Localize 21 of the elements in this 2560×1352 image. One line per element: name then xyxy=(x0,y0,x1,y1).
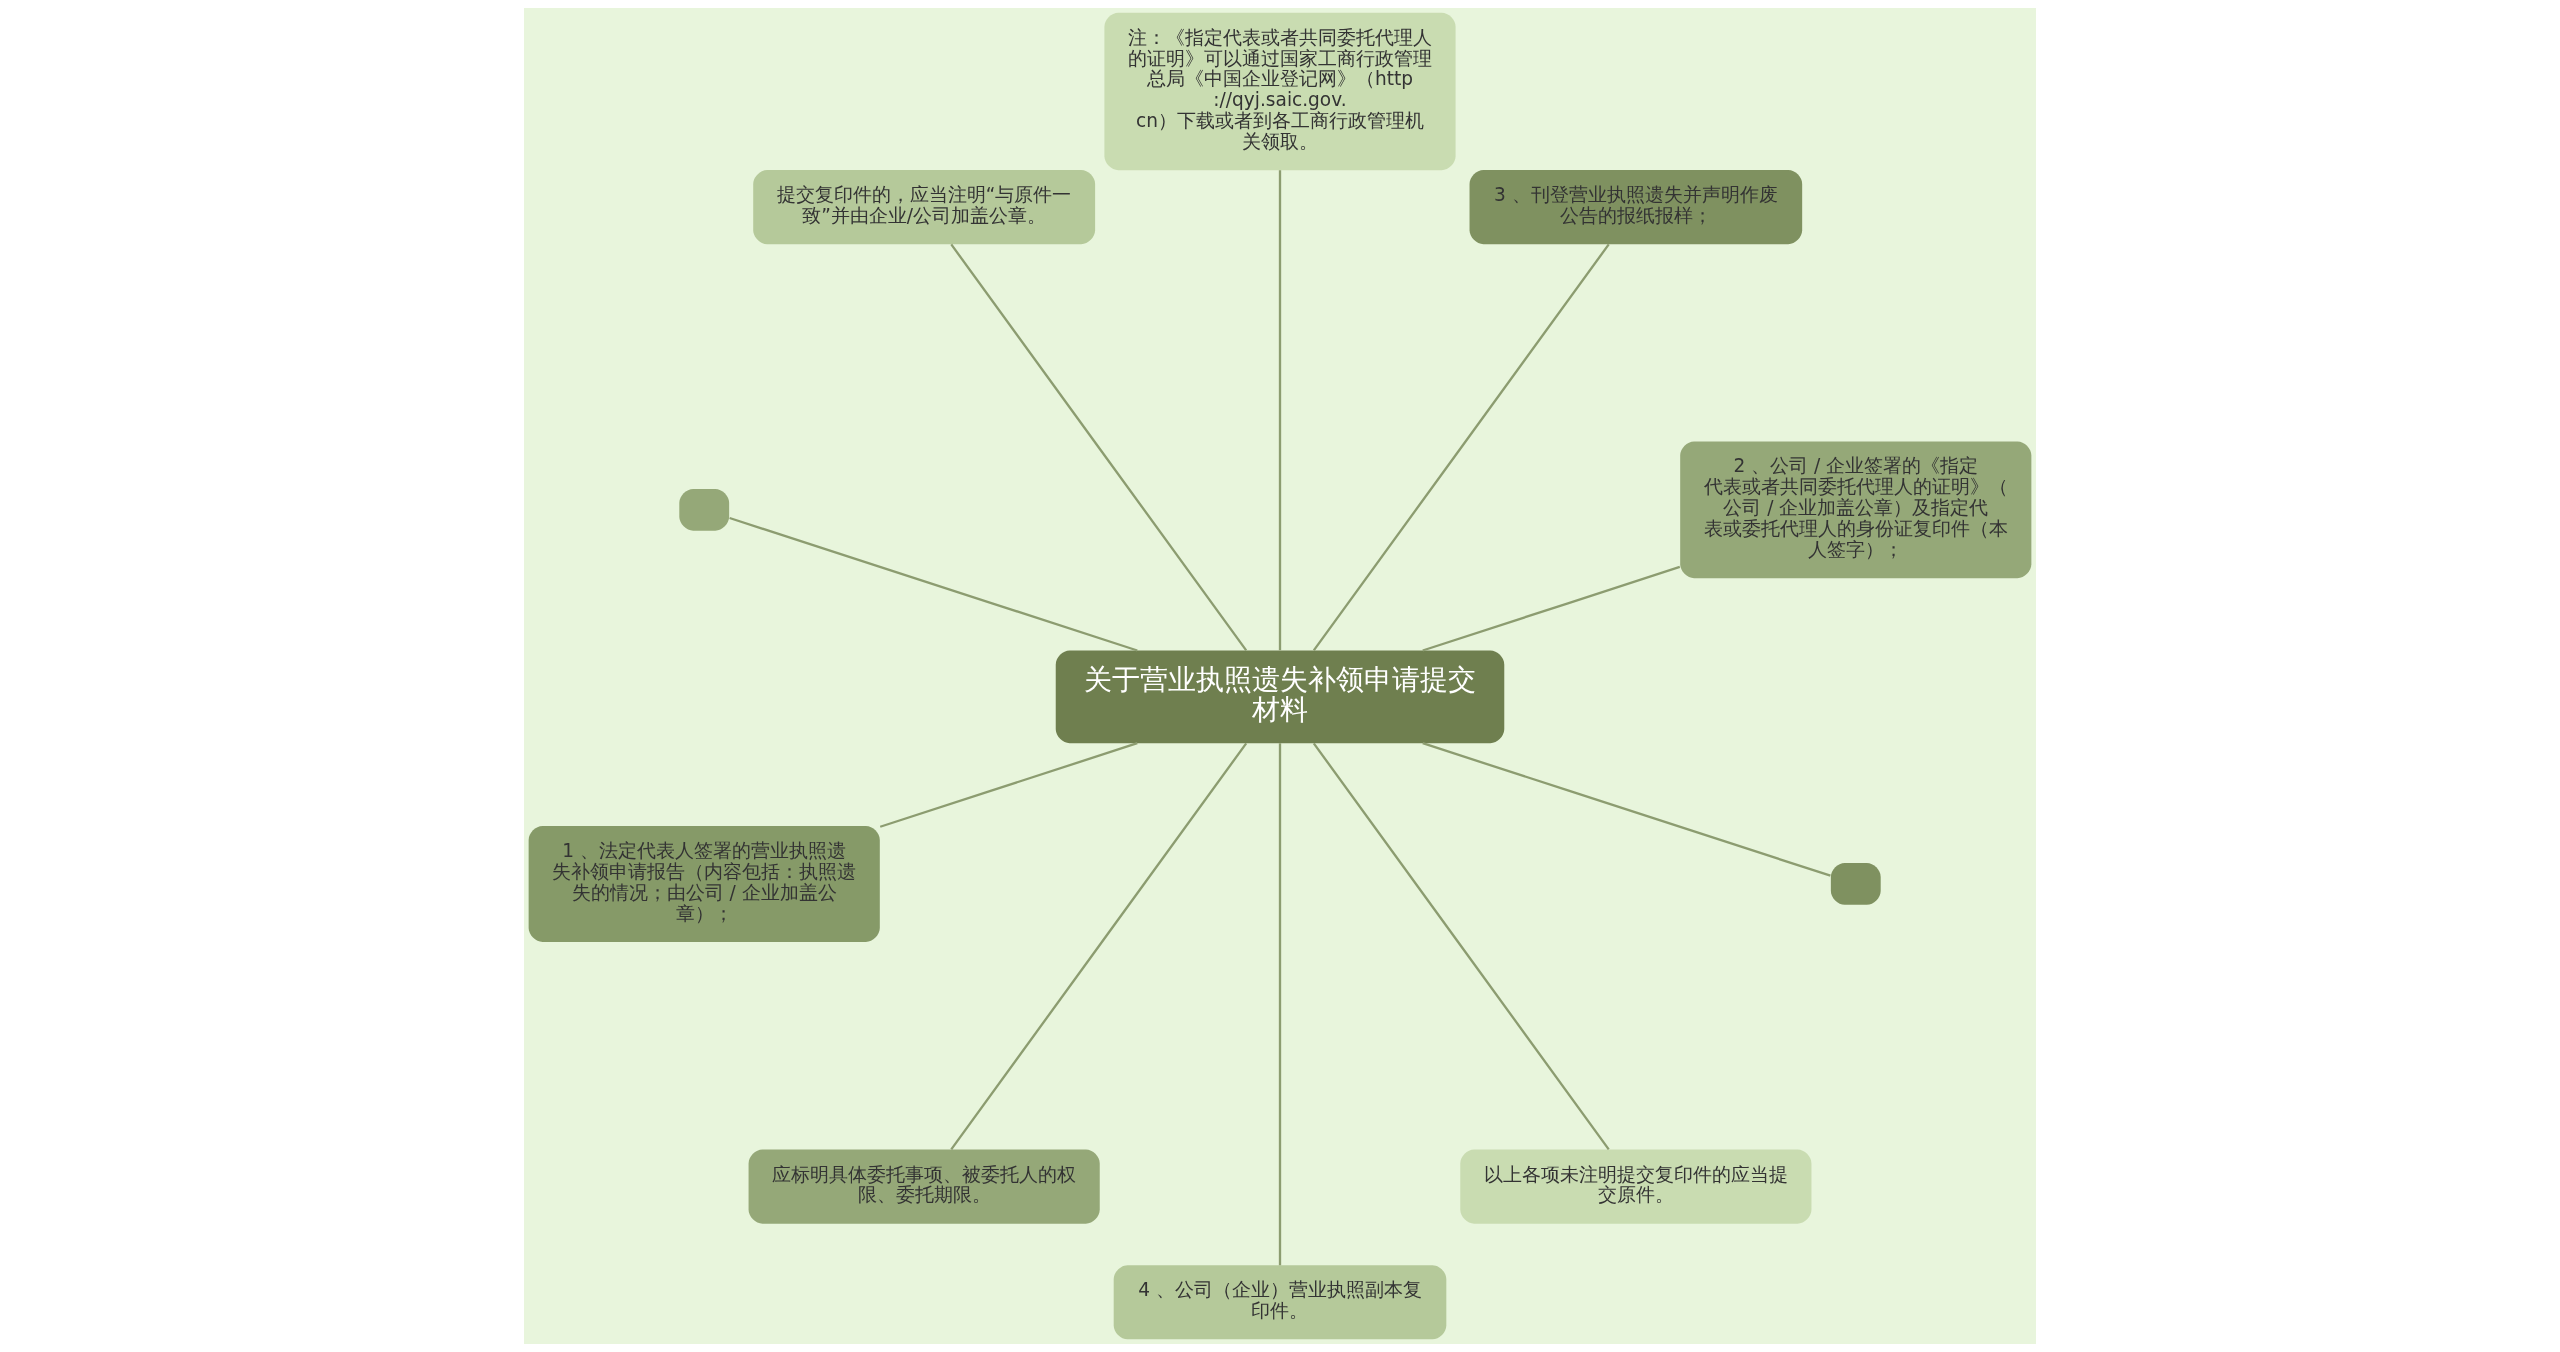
connector xyxy=(1312,742,1610,1150)
node-box: 3 、刊登营业执照遗失并声明作废公告的报纸报样； xyxy=(1469,170,1803,245)
node-box xyxy=(679,488,730,531)
node-box: 4 、公司（企业）营业执照副本复印件。 xyxy=(1113,1265,1447,1340)
connector xyxy=(950,243,1248,652)
node-box: 提交复印件的，应当注明“与原件一致”并由企业/公司加盖公章。 xyxy=(753,170,1096,245)
node-box: 1 、法定代表人签署的营业执照遗失补领申请报告（内容包括：执照遗失的情况；由公司 / 企业加盖公章）； xyxy=(528,826,880,942)
node-box: 应标明具体委托事项、被委托人的权限、委托期限。 xyxy=(748,1149,1100,1224)
node-box: 2 、公司 / 企业签署的《指定代表或者共同委托代理人的证明》（公司 / 企业加盖公章）及指定代表或委托代理人的身份证复印件（本人签字）； xyxy=(1680,441,2032,579)
connector xyxy=(879,742,1138,828)
node-box: 以上各项未注明提交复印件的应当提交原件。 xyxy=(1460,1149,1812,1224)
connector xyxy=(950,742,1248,1150)
node-box: 注：《指定代表或者共同委托代理人的证明》可以通过国家工商行政管理总局《中国企业登记网》（http://qyj.saic.gov.cn）下载或者到各工商行政管理机关领取。 xyxy=(1104,12,1456,171)
connector xyxy=(1278,743,1282,1266)
connector xyxy=(1312,243,1610,652)
connector xyxy=(1422,742,1831,877)
connector xyxy=(729,516,1138,652)
node-box: 关于营业执照遗失补领申请提交材料 xyxy=(1055,650,1505,744)
node-box xyxy=(1830,863,1881,905)
connector xyxy=(1422,565,1681,652)
connector xyxy=(1278,170,1282,651)
